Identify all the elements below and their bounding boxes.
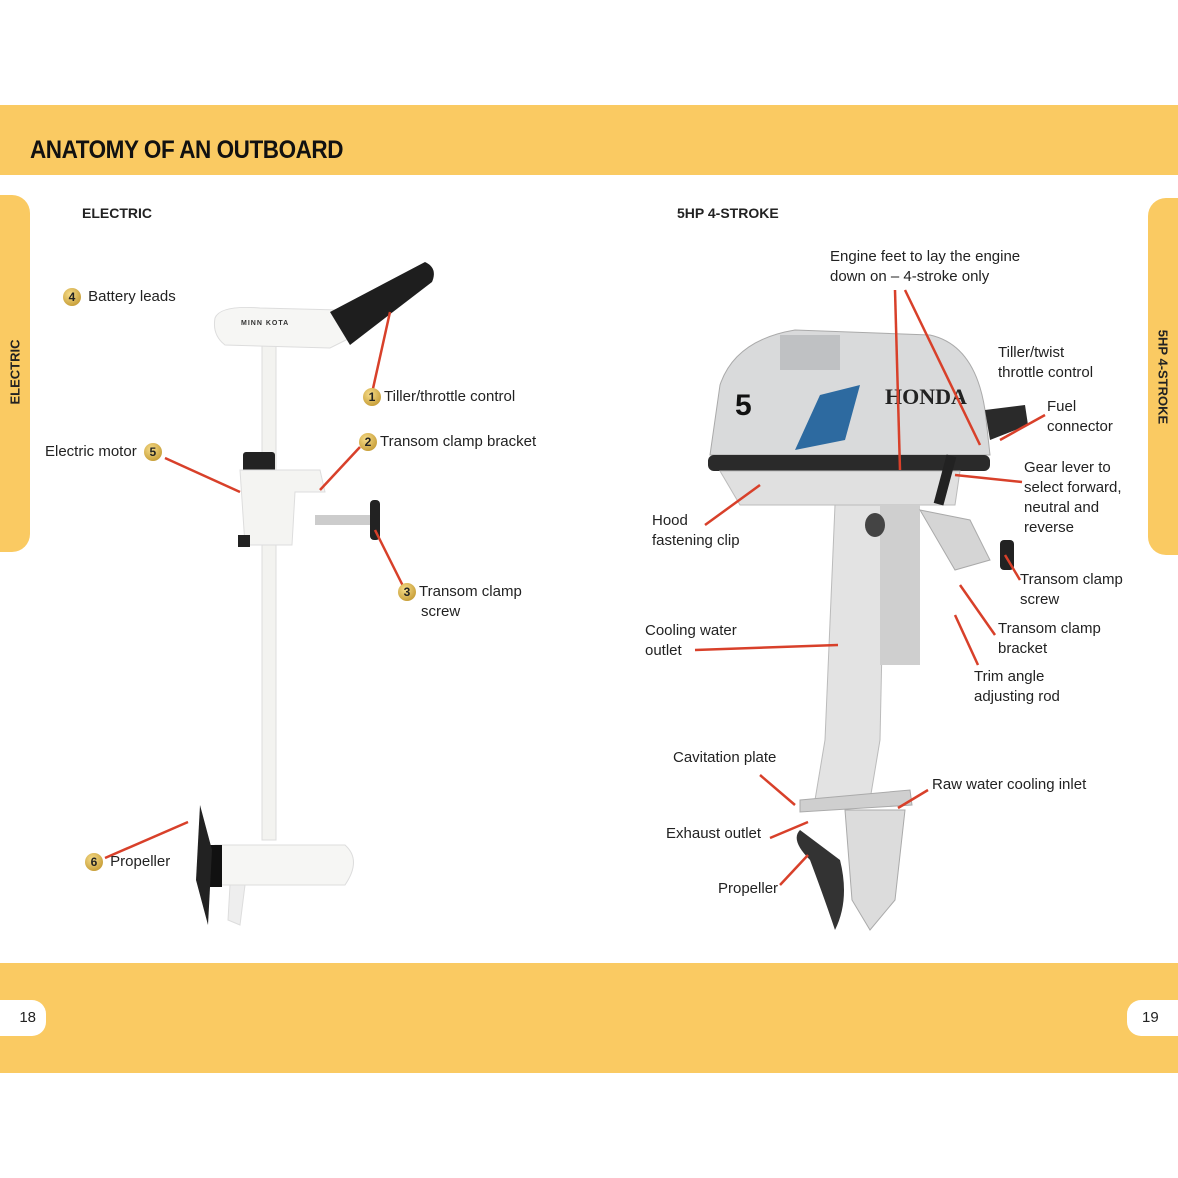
label-cavitation-plate: Cavitation plate [673, 749, 777, 766]
leader-lines [104, 289, 1046, 886]
electric-outboard-illustration: MINN KOTA [196, 262, 434, 926]
label-electric-motor: Electric motor 5 [45, 442, 165, 462]
section-tab-left [0, 195, 30, 552]
footer-band [0, 963, 1178, 1073]
electric-heading: ELECTRIC [82, 205, 152, 221]
label-raw-water-inlet: Raw water cooling inlet [932, 776, 1087, 793]
label-exhaust-outlet: Exhaust outlet [666, 825, 762, 842]
honda-outboard-illustration: 5 HONDA [708, 329, 1028, 931]
page-number-right: 19 [1127, 1000, 1178, 1036]
page-title: ANATOMY OF AN OUTBOARD [30, 136, 344, 164]
four-stroke-heading: 5HP 4-STROKE [677, 205, 779, 221]
page-number-left: 18 [0, 1000, 46, 1036]
label-battery-leads: 4 Battery leads [60, 287, 176, 307]
label-propeller-honda: Propeller [718, 880, 779, 897]
badge-5: 5 [735, 389, 752, 422]
label-propeller-electric: 6 Propeller [82, 852, 170, 872]
section-tab-right [1148, 198, 1178, 555]
minn-kota-brand-decal: MINN KOTA [241, 320, 289, 327]
header-band [0, 105, 1178, 175]
